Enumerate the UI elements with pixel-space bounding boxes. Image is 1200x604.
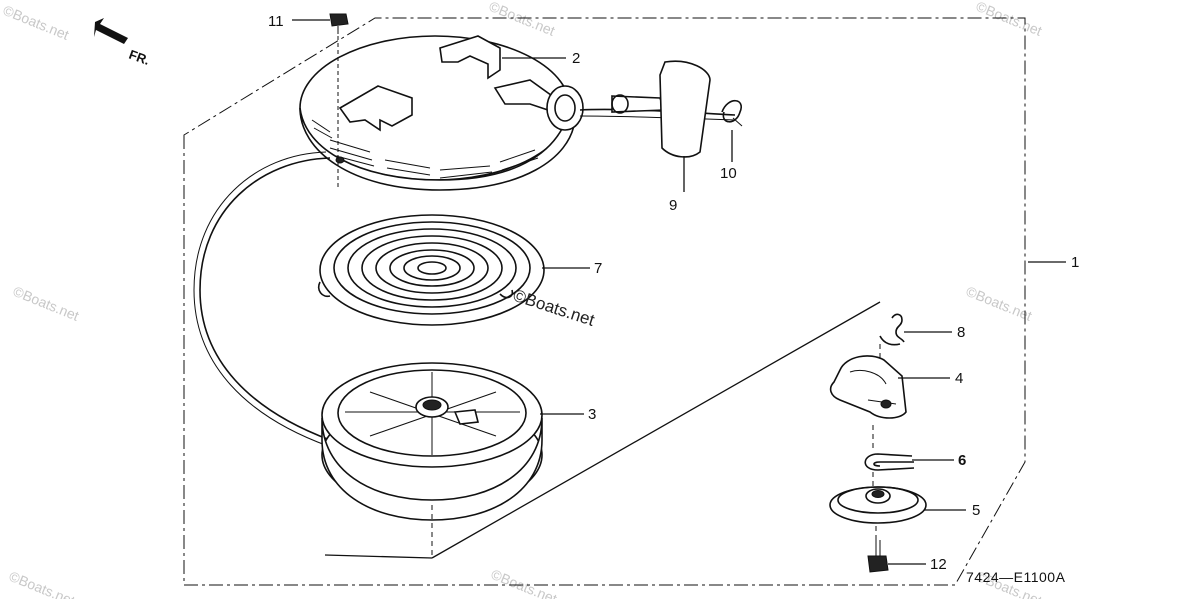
- starter-case: [299, 35, 584, 191]
- rope-handle: [611, 60, 711, 158]
- callout-7: 7: [594, 260, 602, 277]
- callout-6: 6: [958, 452, 966, 469]
- friction-plate: [829, 486, 927, 524]
- exploded-view-guides: [431, 344, 881, 558]
- callout-8: 8: [957, 324, 965, 341]
- watermark-bottom-left: ©Boats.net: [7, 568, 78, 599]
- center-watermark: ©Boats.net: [511, 286, 597, 330]
- watermark-mid-right: ©Boats.net: [964, 283, 1035, 324]
- callout-leaders: [292, 19, 1066, 565]
- callout-4: 4: [955, 370, 963, 387]
- bolt-part-12: [867, 540, 889, 573]
- starter-rope: [193, 108, 736, 447]
- assembly-outline: [183, 17, 1026, 586]
- callout-numbers: 1 2 3 4 5 6 7 8 9 10 11 12: [268, 13, 1079, 573]
- starter-reel: [321, 362, 543, 521]
- drawing-code: 7424—E1100A: [966, 569, 1066, 585]
- watermark-mid-left: ©Boats.net: [11, 283, 82, 324]
- recoil-spring: [317, 214, 545, 326]
- ratchet: [829, 355, 907, 419]
- front-direction-label: FR.: [127, 47, 152, 68]
- watermark-top-center: ©Boats.net: [487, 0, 558, 39]
- callout-9: 9: [669, 197, 677, 214]
- friction-clip: [864, 453, 915, 471]
- ratchet-spring: [879, 313, 905, 346]
- watermark-top-right: ©Boats.net: [974, 0, 1045, 39]
- callout-2: 2: [572, 50, 580, 67]
- watermark-top-left: ©Boats.net: [1, 2, 72, 43]
- callout-10: 10: [720, 165, 737, 182]
- callout-5: 5: [972, 502, 980, 519]
- watermark-bottom-center: ©Boats.net: [489, 566, 560, 599]
- sub-assembly-lines: [324, 301, 881, 559]
- bolt-part-11: [329, 13, 349, 188]
- callout-1: 1: [1071, 254, 1079, 271]
- callout-12: 12: [930, 556, 947, 573]
- callout-11: 11: [268, 13, 284, 30]
- callout-3: 3: [588, 406, 596, 423]
- rope-knot: [721, 99, 743, 127]
- front-direction-arrow-icon: [94, 18, 128, 44]
